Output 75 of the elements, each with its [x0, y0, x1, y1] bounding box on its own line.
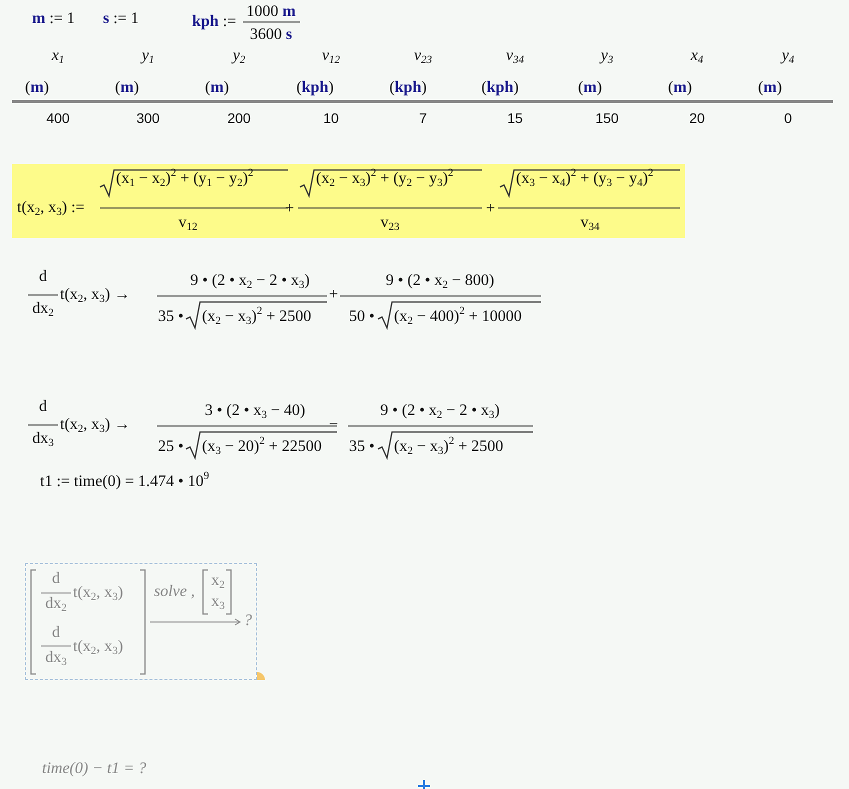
math-text: x$_{4}$	[690, 47, 704, 65]
math-text: (m)	[578, 79, 602, 97]
math-text: x$_{1}$	[52, 47, 64, 65]
math-text: 1000 m	[246, 3, 296, 21]
math-text: t(x$_{2}$, x$_{3}$)	[73, 638, 124, 656]
math-text: 300	[136, 109, 160, 127]
math-text: t(x$_{2}$, x$_{3}$) →	[60, 416, 130, 434]
math-text: 200	[227, 109, 251, 127]
math-text: s := 1	[103, 10, 139, 28]
math-text: ?	[244, 612, 252, 630]
math-text: −	[329, 416, 338, 434]
math-text: (x$_{3}$ − x$_{4}$)$^{2}$ + (y$_{3}$ − y$_{4}$)$^{2}$	[516, 170, 654, 188]
math-text: (m)	[115, 79, 139, 97]
math-text: +	[486, 200, 496, 218]
math-text: d	[39, 398, 47, 416]
math-text: 35 •	[158, 308, 184, 326]
math-text: 50 •	[349, 308, 375, 326]
math-text: (x$_{2}$ − x$_{3}$)$^{2}$ + (y$_{2}$ − y$_{3}$)$^{2}$	[316, 170, 454, 188]
math-text: 3600 s	[250, 26, 292, 44]
math-text: x$_{2}$	[211, 572, 225, 590]
math-text: +	[329, 286, 338, 304]
math-text: 10	[323, 109, 339, 127]
math-text: (x$_{3}$ − 20)$^{2}$ + 22500	[202, 438, 322, 456]
math-text: time(0) − t1 = ?	[42, 760, 146, 778]
highlighted-region	[12, 164, 685, 238]
math-text: 0	[784, 109, 792, 127]
math-text: kph :=	[192, 13, 236, 31]
math-text: (m)	[25, 79, 49, 97]
math-text: (kph)	[296, 79, 334, 97]
math-text: (x$_{2}$ − x$_{3}$)$^{2}$ + 2500	[394, 438, 504, 456]
math-text: (kph)	[389, 79, 427, 97]
math-text: d	[52, 570, 60, 588]
math-text: (kph)	[481, 79, 519, 97]
math-text: 150	[595, 109, 619, 127]
math-text: 9 • (2 • x$_{2}$ − 2 • x$_{3}$)	[380, 402, 500, 420]
math-text: 20	[689, 109, 705, 127]
math-text: (x$_{1}$ − x$_{2}$)$^{2}$ + (y$_{1}$ − y$_{2}$)$^{2}$	[116, 170, 254, 188]
math-text: d	[52, 624, 60, 642]
math-text: v$_{23}$	[414, 47, 432, 65]
math-text: 25 •	[158, 438, 184, 456]
math-text: v$_{12}$	[322, 47, 340, 65]
math-text: (x$_{2}$ − 400)$^{2}$ + 10000	[394, 308, 522, 326]
math-text: m := 1	[32, 10, 75, 28]
math-text: t(x$_{2}$, x$_{3}$) →	[60, 286, 130, 304]
math-text: 15	[507, 109, 523, 127]
math-text: t1 := time(0) = 1.474 • 10$^{9}$	[40, 473, 210, 491]
math-text: v$_{34}$	[506, 47, 524, 65]
math-text: t(x$_{2}$, x$_{3}$)	[73, 584, 124, 602]
math-text: dx$_{3}$	[45, 649, 67, 667]
math-text: 7	[419, 109, 427, 127]
solve-block	[25, 563, 257, 680]
math-text: 9 • (2 • x$_{2}$ − 800)	[386, 272, 494, 290]
math-text: (m)	[205, 79, 229, 97]
math-text: dx$_{2}$	[32, 300, 54, 318]
math-text: y$_{4}$	[782, 47, 794, 65]
math-text: dx$_{2}$	[45, 595, 67, 613]
math-text: y$_{2}$	[232, 47, 246, 65]
math-text: solve ,	[154, 583, 195, 601]
math-text: (m)	[758, 79, 782, 97]
math-text: v$_{12}$	[178, 214, 198, 232]
math-text: (x$_{2}$ − x$_{3}$)$^{2}$ + 2500	[202, 308, 312, 326]
math-text: +	[285, 200, 294, 218]
math-text: y$_{3}$	[600, 47, 614, 65]
math-text: d	[39, 268, 47, 286]
math-text: v$_{34}$	[580, 214, 600, 232]
math-text: dx$_{3}$	[32, 430, 54, 448]
math-text: v$_{23}$	[380, 214, 400, 232]
math-text: 35 •	[349, 438, 375, 456]
math-text: 9 • (2 • x$_{2}$ − 2 • x$_{3}$)	[190, 272, 310, 290]
math-text: t(x$_{2}$, x$_{3}$) :=	[17, 199, 85, 217]
math-text: 3 • (2 • x$_{3}$ − 40)	[204, 402, 306, 420]
math-text: x$_{3}$	[211, 593, 225, 611]
math-text: 400	[46, 109, 70, 127]
math-text: y$_{1}$	[142, 47, 154, 65]
math-text: (m)	[668, 79, 692, 97]
